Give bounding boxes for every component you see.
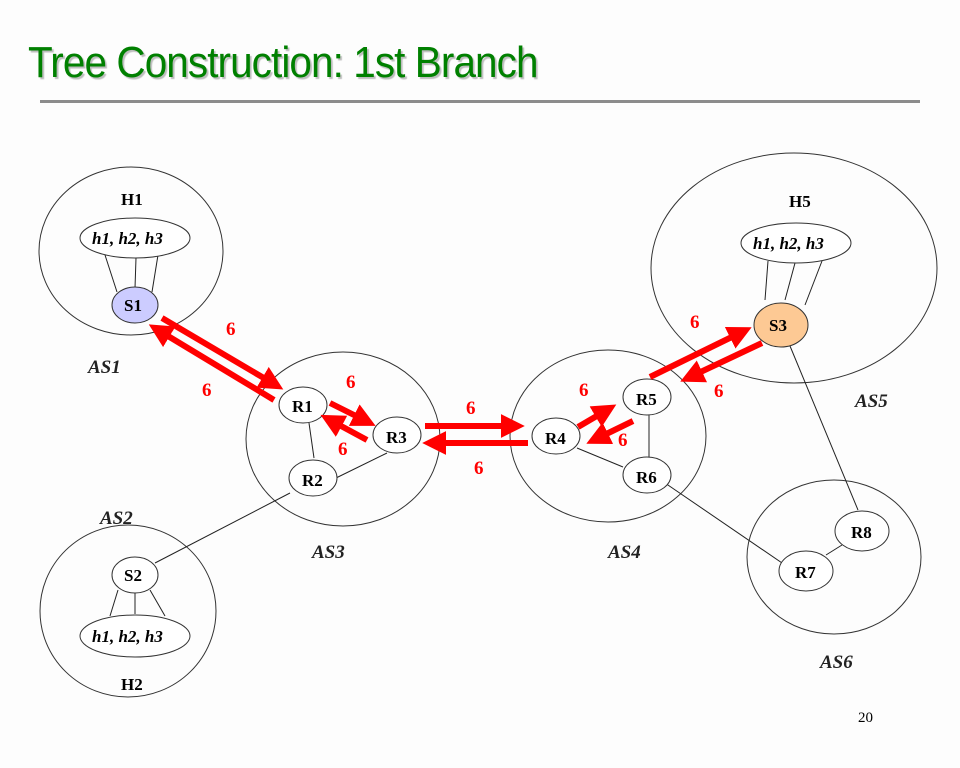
domain-label-as4: AS4 <box>607 542 641 563</box>
domain-label-as3: AS3 <box>311 542 345 563</box>
link-h5-s3 <box>764 260 769 301</box>
link-s2-r2 <box>154 492 291 564</box>
node-label-r1: R1 <box>292 397 313 416</box>
domain-as1-circle <box>38 166 224 336</box>
node-label-s3: S3 <box>769 316 787 335</box>
link-h5-s3 <box>784 262 796 301</box>
arrow-s3-to-r5 <box>680 340 764 383</box>
host-group-label-h2: H2 <box>121 675 143 694</box>
msg-label-r4-to-r5: 6 <box>579 380 589 401</box>
msg-label-s3-to-r5: 6 <box>714 381 724 402</box>
domain-label-as1: AS1 <box>87 357 121 378</box>
link-r7-r8 <box>825 544 843 556</box>
node-label-r5: R5 <box>636 390 657 409</box>
domain-label-as2: AS2 <box>99 508 133 529</box>
msg-label-r5-to-s3: 6 <box>690 312 700 333</box>
link-r1-r2 <box>308 422 315 459</box>
link-r4-r6 <box>576 447 624 468</box>
host-group-h1 <box>79 217 191 259</box>
node-label-r4: R4 <box>545 429 566 448</box>
arrow-r1-to-r3 <box>328 400 376 426</box>
node-s2[interactable] <box>111 556 159 594</box>
domain-as2-circle <box>39 524 217 698</box>
domain-as6-circle <box>746 479 922 635</box>
node-label-r3: R3 <box>386 428 407 447</box>
host-list-h2: h1, h2, h3 <box>92 627 163 646</box>
msg-label-s1-to-r1: 6 <box>226 319 236 340</box>
node-label-r2: R2 <box>302 471 323 490</box>
node-label-r7: R7 <box>795 563 816 582</box>
arrow-r1-to-s1 <box>148 324 276 403</box>
page-number: 20 <box>858 710 873 726</box>
arrow-r4-to-r5 <box>576 404 617 430</box>
arrow-s1-to-r1 <box>160 315 284 390</box>
slide-title: Tree Construction: 1st Branch <box>28 38 538 87</box>
host-group-h2 <box>79 614 191 658</box>
host-group-h5 <box>740 222 852 264</box>
link-r6-r7 <box>664 482 786 566</box>
title-divider <box>40 100 920 103</box>
node-r2[interactable] <box>288 459 338 497</box>
msg-label-r1-to-s1: 6 <box>202 380 212 401</box>
node-label-r6: R6 <box>636 468 657 487</box>
node-r1[interactable] <box>278 386 328 424</box>
node-label-s2: S2 <box>124 566 142 585</box>
node-r5[interactable] <box>622 378 672 416</box>
arrow-r3-to-r1 <box>320 414 369 443</box>
msg-label-r1-to-r3: 6 <box>346 372 356 393</box>
msg-label-r5-to-r4: 6 <box>618 430 628 451</box>
node-label-r8: R8 <box>851 523 872 542</box>
node-r7[interactable] <box>778 550 834 592</box>
msg-label-r3-to-r4: 6 <box>466 398 476 419</box>
link-h1-s1 <box>151 254 159 293</box>
node-s3[interactable] <box>753 302 809 348</box>
link-h5-s3 <box>804 260 823 306</box>
msg-label-r4-to-r3: 6 <box>474 458 484 479</box>
host-group-label-h1: H1 <box>121 190 143 209</box>
host-group-label-h5: H5 <box>789 192 811 211</box>
link-s3-r8 <box>789 345 859 511</box>
arrow-r5-to-s3 <box>648 327 752 380</box>
node-r6[interactable] <box>622 456 672 494</box>
domain-as5-circle <box>650 152 938 384</box>
msg-label-r3-to-r1: 6 <box>338 439 348 460</box>
domain-label-as5: AS5 <box>854 391 888 412</box>
link-s2-h2 <box>149 589 166 617</box>
arrow-r5-to-r4 <box>586 418 635 445</box>
node-s1[interactable] <box>111 286 159 324</box>
node-r4[interactable] <box>531 417 581 455</box>
link-s2-h2 <box>109 589 119 617</box>
host-list-h1: h1, h2, h3 <box>92 229 163 248</box>
link-h1-s1 <box>104 254 118 293</box>
domain-label-as6: AS6 <box>819 652 853 673</box>
host-list-h5: h1, h2, h3 <box>753 234 824 253</box>
link-r2-r3 <box>335 452 388 479</box>
link-h1-s1 <box>134 257 137 289</box>
node-r8[interactable] <box>834 510 890 552</box>
node-label-s1: S1 <box>124 296 142 315</box>
node-r3[interactable] <box>372 416 422 454</box>
